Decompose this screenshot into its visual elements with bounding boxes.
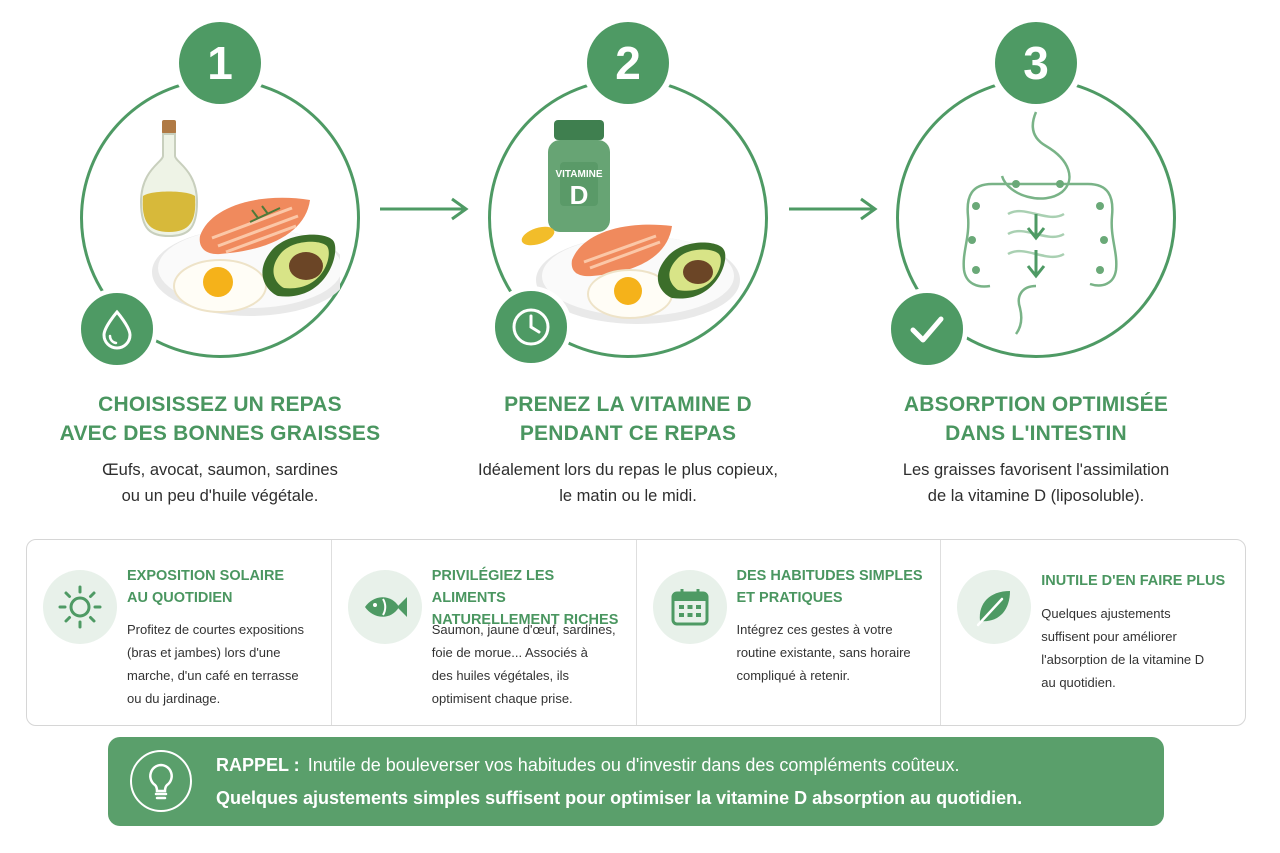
fish-icon-badge — [347, 570, 422, 644]
reminder-label: RAPPEL : — [216, 755, 300, 775]
water-drop-badge — [76, 288, 158, 370]
tip-title: DES HABITUDES SIMPLES ET PRATIQUES — [736, 568, 923, 606]
tip-card-sun: EXPOSITION SOLAIRE AU QUOTIDIEN Profitez… — [27, 540, 331, 725]
step-1: 1 CHOISISSEZ UN REPAS AVEC DES BONNES GR… — [40, 0, 400, 520]
step-2-description: Idéalement lors du repas le plus copieux… — [478, 461, 778, 505]
step-number-badge: 2 — [587, 22, 669, 104]
tip-card-calendar: DES HABITUDES SIMPLES ET PRATIQUES Intég… — [635, 540, 941, 725]
tip-card-leaf: INUTILE D'EN FAIRE PLUS Quelques ajustem… — [940, 540, 1245, 725]
step-number-badge: 3 — [995, 22, 1077, 104]
step-number-badge: 1 — [179, 22, 261, 104]
water-drop-icon — [102, 309, 132, 350]
reminder-line-1: RAPPEL : Inutile de bouleverser vos habit… — [216, 755, 960, 776]
clock-badge — [490, 286, 572, 368]
tip-title: INUTILE D'EN FAIRE PLUS — [1041, 573, 1226, 589]
calendar-icon-badge — [652, 570, 727, 644]
calendar-icon — [671, 589, 708, 626]
step-2-title: PRENEZ LA VITAMINE D PENDANT CE REPAS — [504, 393, 752, 445]
lightbulb-icon-badge — [130, 750, 192, 812]
step-1-illustration — [139, 120, 340, 316]
tip-text: Profitez de courtes expositions (bras et… — [127, 622, 305, 706]
vitamin-bottle-label: VITAMINE — [555, 169, 602, 180]
tip-title: EXPOSITION SOLAIRE AU QUOTIDIEN — [127, 568, 285, 606]
step-3-illustration — [962, 111, 1118, 335]
tip-text: Intégrez ces gestes à votre routine exis… — [736, 622, 911, 683]
step-1-description: Œufs, avocat, saumon, sardines ou un peu… — [102, 461, 338, 505]
step-1-title: CHOISISSEZ UN REPAS AVEC DES BONNES GRAI… — [59, 393, 381, 445]
fish-icon — [364, 597, 407, 617]
tip-card-fish: PRIVILÉGIEZ LES ALIMENTS NATURELLEMENT R… — [330, 540, 636, 725]
checkmark-icon — [910, 316, 944, 343]
leaf-icon-badge — [957, 570, 1032, 644]
step-2-illustration: VITAMINE D — [521, 120, 740, 324]
reminder-line-2: Quelques ajustements simples suffisent p… — [216, 788, 1023, 808]
tip-title: PRIVILÉGIEZ LES ALIMENTS NATURELLEMENT R… — [431, 568, 619, 628]
tip-text: Saumon, jaune d'œuf, sardines, foie de m… — [431, 622, 616, 706]
tips-panel: EXPOSITION SOLAIRE AU QUOTIDIEN Profitez… — [26, 539, 1246, 726]
checkmark-badge — [886, 288, 968, 370]
tip-text: Quelques ajustements suffisent pour amél… — [1041, 606, 1205, 690]
step-2: VITAMINE D 2 PRENEZ LA VITAMINE D PENDAN… — [448, 0, 808, 520]
step-3-title: ABSORPTION OPTIMISÉE DANS L'INTESTIN — [903, 393, 1169, 445]
clock-icon — [512, 308, 550, 346]
reminder-banner: RAPPEL : Inutile de bouleverser vos habit… — [108, 737, 1164, 826]
sun-icon — [58, 585, 102, 629]
lightbulb-icon — [149, 763, 173, 800]
leaf-icon — [977, 591, 1011, 627]
step-arrow-icon — [789, 197, 878, 221]
sun-icon-badge — [43, 570, 117, 644]
step-arrow-icon — [380, 197, 469, 221]
step-3: 3 ABSORPTION OPTIMISÉE DANS L'INTESTIN L… — [856, 0, 1216, 520]
reminder-text: Inutile de bouleverser vos habitudes ou … — [307, 755, 960, 775]
vitamin-bottle-letter: D — [570, 180, 589, 210]
step-3-description: Les graisses favorisent l'assimilation d… — [902, 461, 1170, 505]
